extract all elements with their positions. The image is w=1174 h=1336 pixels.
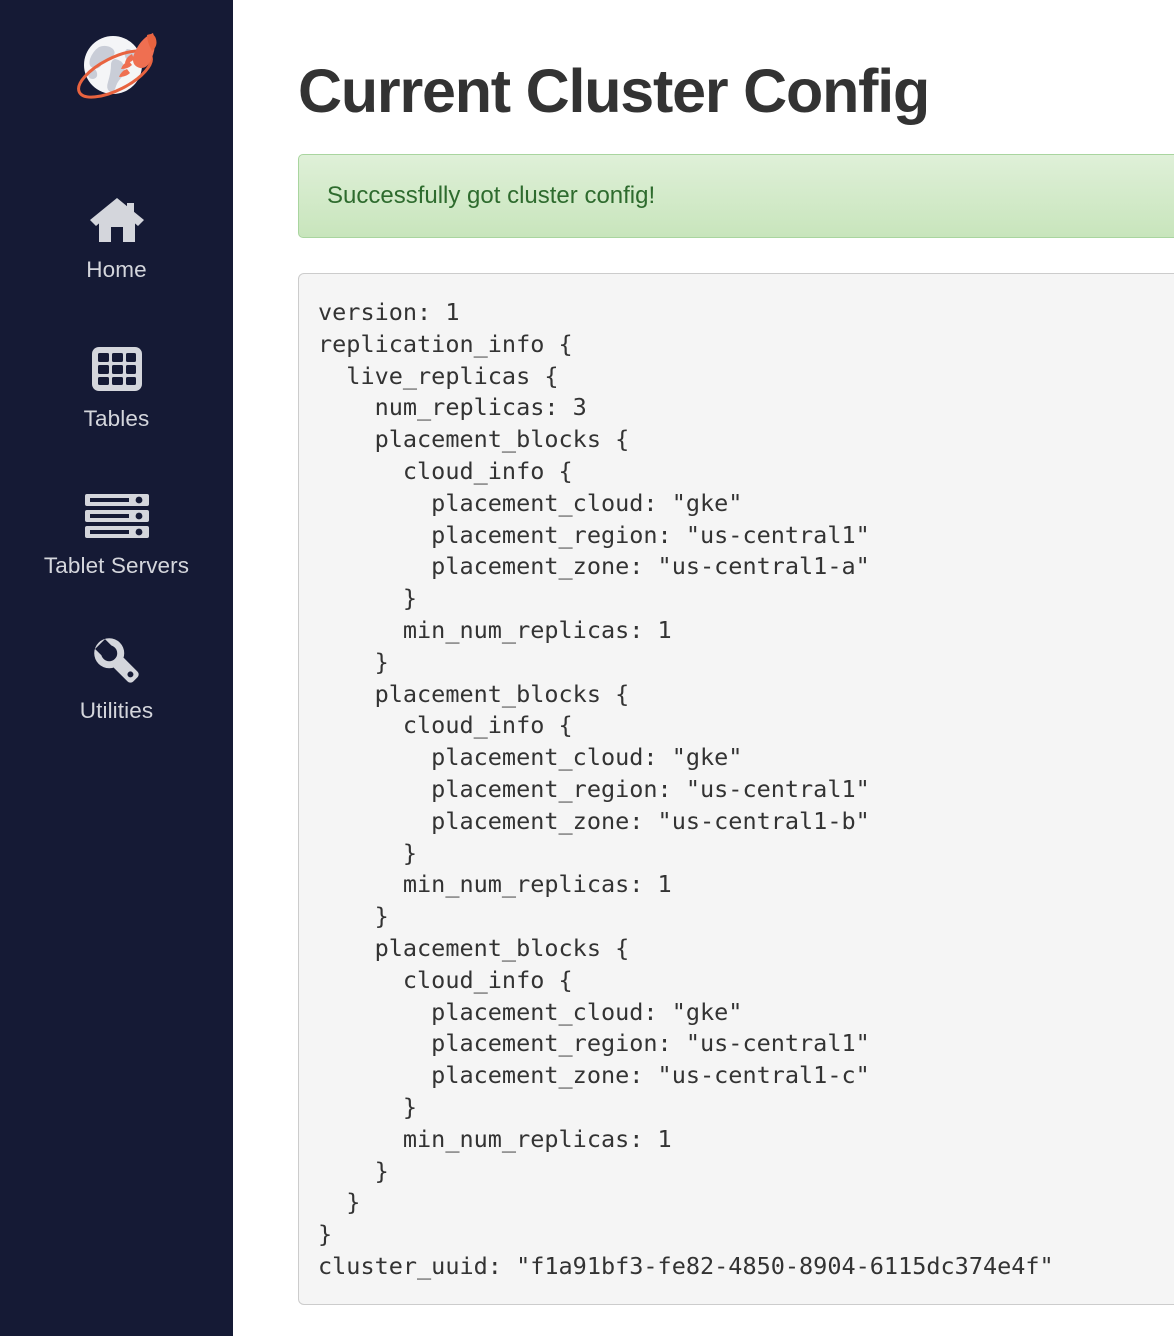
grid-table-icon <box>91 347 142 392</box>
server-stack-icon-wrap <box>84 487 150 545</box>
sidebar-item-tables[interactable]: Tables <box>0 340 233 433</box>
success-alert: Successfully got cluster config! <box>298 154 1174 238</box>
wrench-icon-wrap <box>89 632 145 690</box>
sidebar-item-tablet-servers[interactable]: Tablet Servers <box>0 487 233 580</box>
cluster-config-code-block: version: 1 replication_info { live_repli… <box>298 273 1174 1305</box>
app-logo[interactable] <box>62 22 172 114</box>
sidebar: Home Tables <box>0 0 233 1336</box>
server-stack-icon <box>84 494 149 539</box>
home-icon-wrap <box>89 191 145 249</box>
sidebar-item-utilities[interactable]: Utilities <box>0 632 233 725</box>
sidebar-item-label: Home <box>86 257 147 282</box>
home-icon <box>89 198 144 242</box>
grid-table-icon-wrap <box>91 340 143 398</box>
sidebar-item-label: Tables <box>83 406 150 432</box>
success-alert-message: Successfully got cluster config! <box>327 182 656 209</box>
sidebar-item-home[interactable]: Home <box>0 191 233 284</box>
sidebar-item-label: Utilities <box>79 698 154 724</box>
main-content: Current Cluster Config Successfully got … <box>233 0 1174 1336</box>
wrench-icon <box>93 638 139 684</box>
globe-rocket-logo-icon <box>76 33 156 99</box>
page-title: Current Cluster Config <box>298 57 930 125</box>
sidebar-item-label: Tablet Servers <box>43 553 190 579</box>
